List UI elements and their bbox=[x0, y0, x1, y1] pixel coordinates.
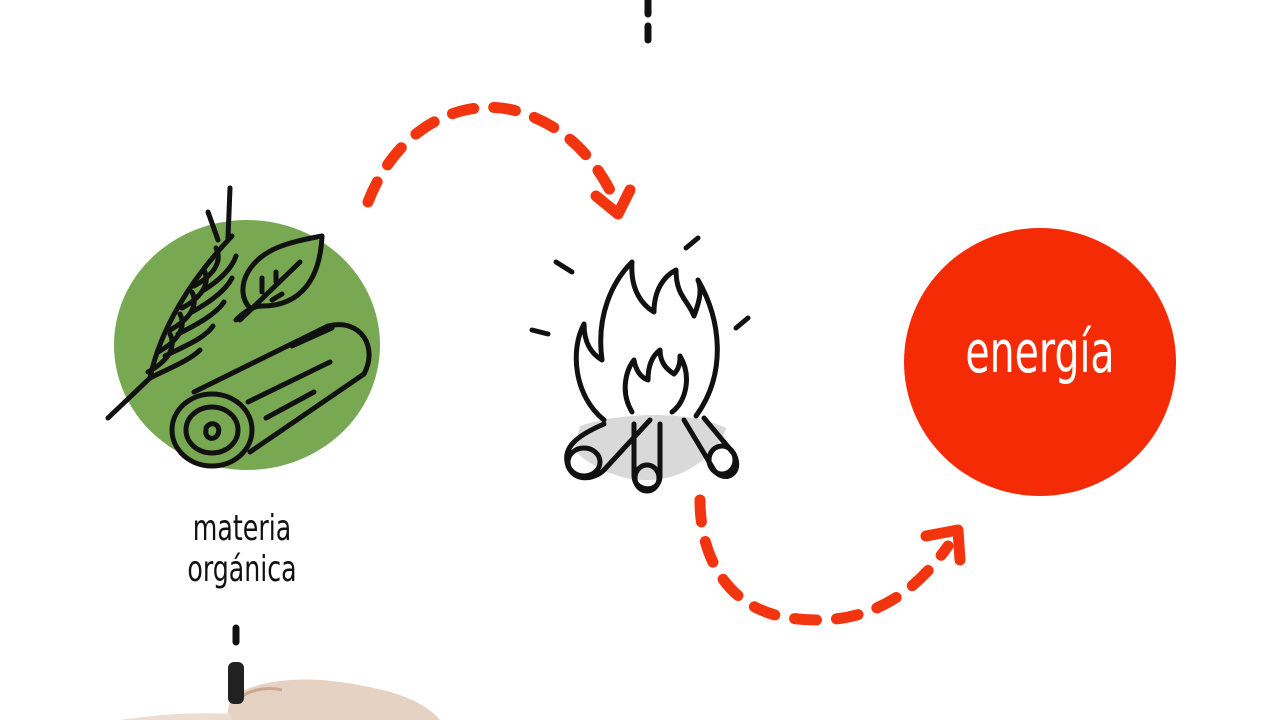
hand-icon bbox=[120, 662, 440, 720]
log-icon bbox=[169, 322, 372, 469]
materia-organica-label: materia orgánica bbox=[187, 508, 297, 590]
arrow-to-fire bbox=[362, 101, 636, 220]
energia-label: energía bbox=[965, 318, 1115, 386]
energia-circle bbox=[904, 228, 1176, 496]
materia-circle bbox=[114, 220, 380, 470]
campfire-icon bbox=[529, 235, 751, 494]
arrow-to-energy bbox=[694, 494, 966, 626]
wheat-icon bbox=[105, 185, 239, 421]
leaf-icon bbox=[233, 233, 325, 323]
